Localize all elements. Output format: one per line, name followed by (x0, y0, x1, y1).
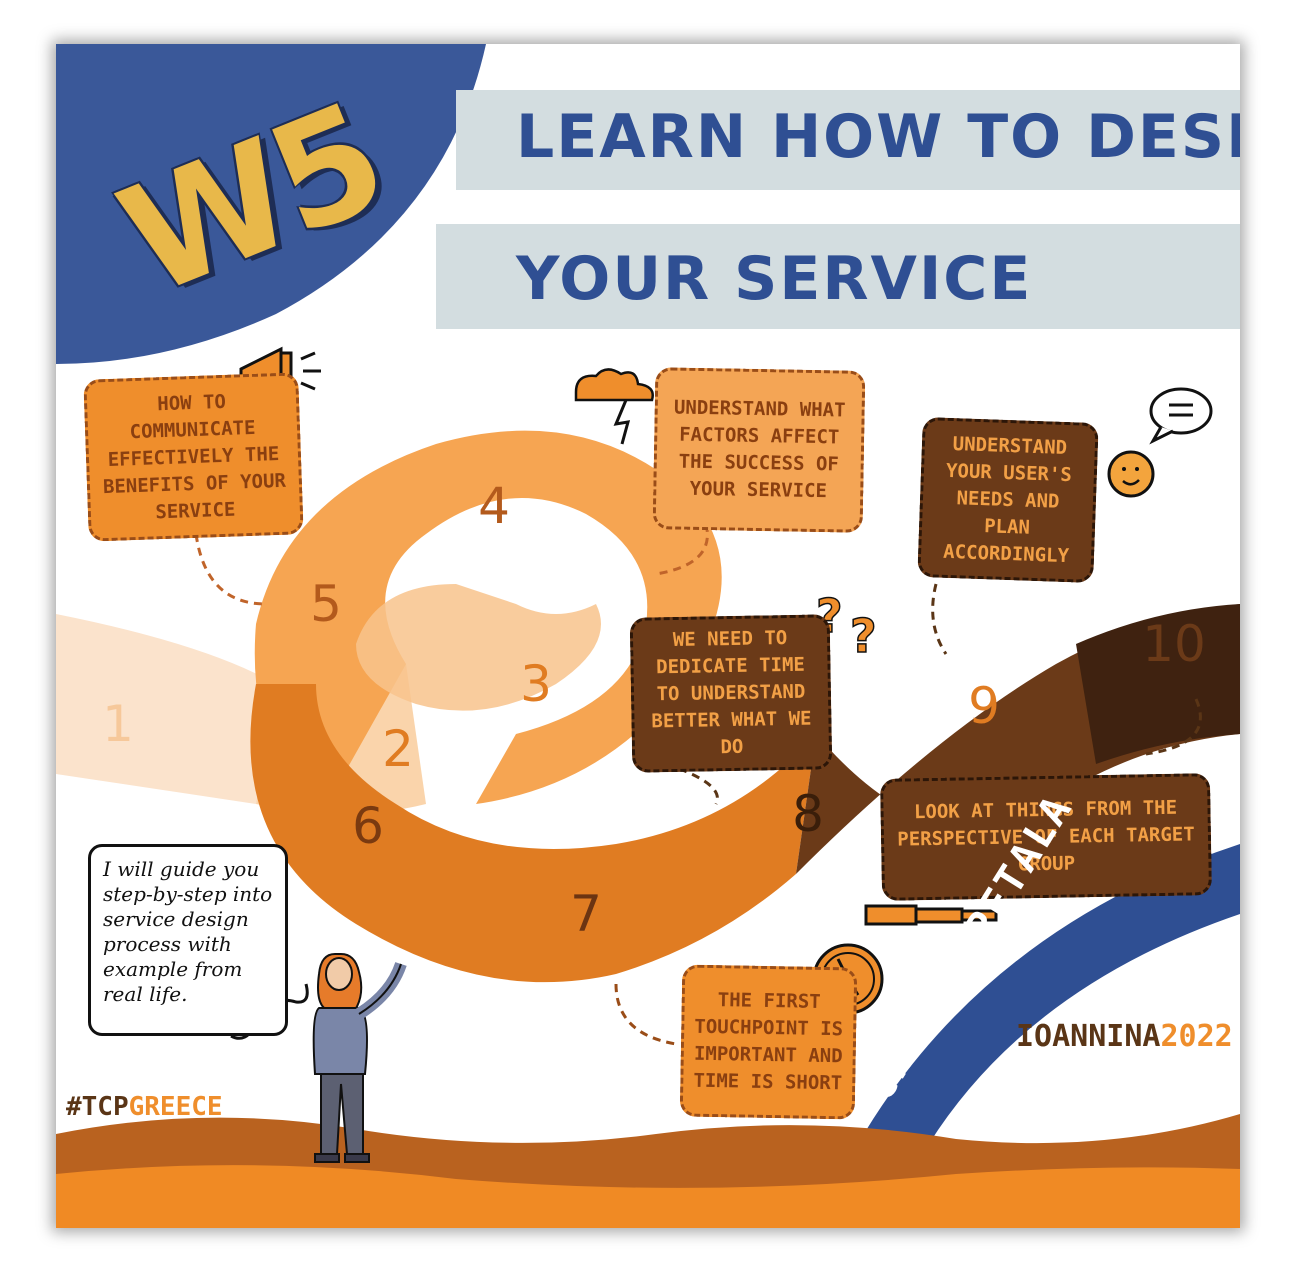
connector-10 (1145, 698, 1202, 756)
hashtag-part-2: GREECE (128, 1092, 223, 1122)
bubble-factors: Understand what factors affect the succe… (652, 367, 866, 533)
svg-text:?: ? (850, 609, 877, 663)
place-name: IOANNINA (1016, 1019, 1161, 1054)
bubble-touchpoint: The first touchpoint is important and ti… (679, 964, 858, 1120)
step-8: 8 (792, 785, 824, 843)
step-3: 3 (520, 655, 552, 713)
person-illustration (312, 953, 407, 1163)
hashtag-part-1: #TCP (66, 1092, 129, 1122)
connector-5 (194, 533, 267, 606)
connector-8 (665, 762, 719, 805)
year: 2022 (1160, 1019, 1233, 1054)
lightning-cloud-icon (574, 368, 654, 445)
speech-bubble: I will guide you step-by-step into servi… (88, 844, 288, 1036)
ribbon-segment-10 (1076, 604, 1240, 764)
place-year: IOANNINA2022 (1016, 1019, 1233, 1054)
ground-orange (56, 1165, 1240, 1228)
ribbon-loop-inner (356, 584, 601, 711)
step-5: 5 (310, 575, 342, 633)
smiling-face-icon (1107, 450, 1155, 498)
connector-9 (931, 583, 948, 655)
bubble-dedicate: We need to dedicate time to understand b… (629, 614, 833, 773)
step-7: 7 (570, 885, 602, 943)
connector-4 (655, 523, 709, 576)
telescope-icon (864, 904, 998, 926)
step-6: 6 (352, 797, 384, 855)
title-band-top (456, 90, 1240, 190)
ribbon-loop-outer (254, 430, 722, 824)
ribbon-segment-1 (56, 614, 276, 804)
step-1: 1 (102, 695, 134, 753)
ribbon-segment-6-7 (250, 684, 816, 983)
step-9: 9 (968, 677, 1000, 735)
step-4: 4 (478, 477, 510, 535)
bubble-communicate: How to communicate effectively the benef… (83, 372, 304, 542)
page-title-line-2: YOUR SERVICE (516, 244, 1033, 314)
connector-7 (614, 983, 677, 1046)
poster: ? ? (56, 44, 1240, 1228)
corner-swoosh (56, 44, 486, 364)
hashtag: #TCPGREECE (66, 1092, 223, 1122)
bubble-needs: Understand your user's needs and plan ac… (917, 416, 1099, 584)
page-title-line-1: LEARN HOW TO DESIGN (516, 102, 1240, 172)
step-10: 10 (1142, 615, 1206, 673)
navy-arc (816, 844, 1240, 1228)
background-art: ? ? (56, 44, 1240, 1228)
title-band-bottom (436, 224, 1240, 329)
speech-bubble-icon (1149, 387, 1213, 445)
step-2: 2 (382, 720, 414, 778)
